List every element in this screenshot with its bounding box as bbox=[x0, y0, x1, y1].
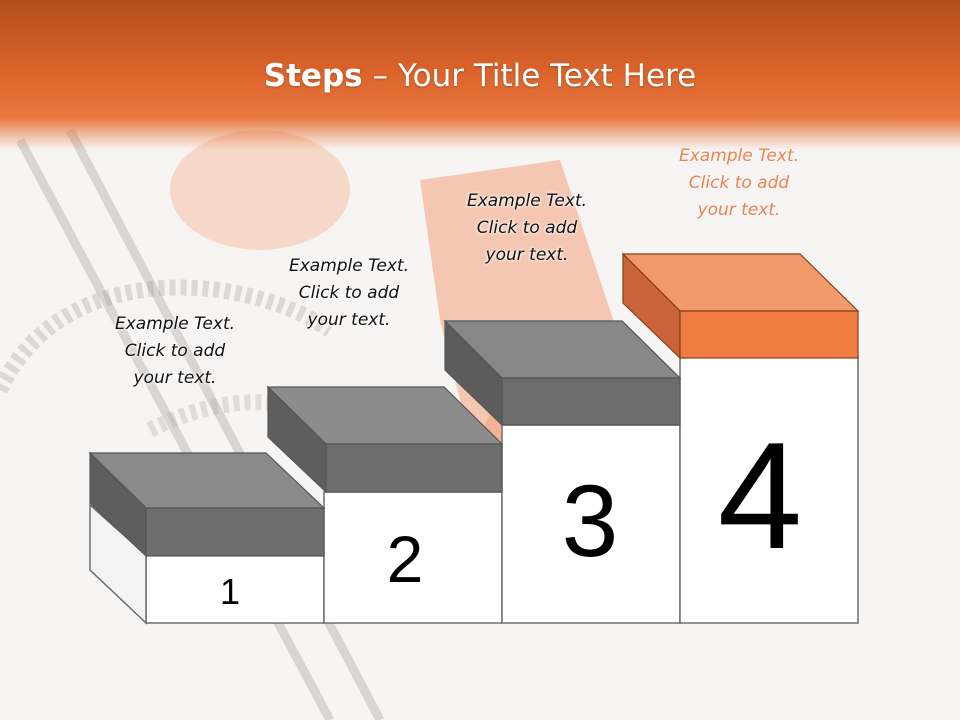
step-columns bbox=[89, 356, 859, 625]
step-3-text-line1: Example Text. bbox=[466, 191, 588, 211]
step-2-column bbox=[323, 491, 503, 624]
step-4-text[interactable]: Example Text. Click to add your text. bbox=[649, 143, 829, 224]
step-1-text-line1: Example Text. bbox=[114, 314, 236, 334]
step-2-text-line1: Example Text. bbox=[288, 256, 410, 276]
slide-title[interactable]: Steps – Your Title Text Here bbox=[0, 54, 960, 98]
step-3-text[interactable]: Example Text. Click to add your text. bbox=[437, 188, 617, 269]
step-1-text-line2: Click to add bbox=[124, 341, 226, 361]
step-3-number: 3 bbox=[561, 464, 619, 578]
step-2-text-line2: Click to add bbox=[298, 283, 400, 303]
step-3-text-line3: your text. bbox=[485, 245, 569, 265]
step-3-text-line2: Click to add bbox=[476, 218, 578, 238]
step-2-text-line3: your text. bbox=[307, 310, 391, 330]
step-4-block[interactable] bbox=[621, 252, 860, 360]
title-separator: – bbox=[362, 58, 398, 94]
title-banner bbox=[0, 0, 960, 150]
step-3-block[interactable] bbox=[443, 319, 682, 427]
step-3-column bbox=[501, 424, 681, 624]
step-4-column bbox=[679, 356, 859, 624]
step-1-number: 1 bbox=[219, 571, 241, 612]
step-4-number: 4 bbox=[717, 411, 803, 581]
step-2-block[interactable] bbox=[266, 385, 504, 494]
step-1-text-line3: your text. bbox=[133, 368, 217, 388]
step-4-text-line2: Click to add bbox=[688, 173, 790, 193]
step-1-text[interactable]: Example Text. Click to add your text. bbox=[85, 311, 265, 392]
step-2-text[interactable]: Example Text. Click to add your text. bbox=[259, 253, 439, 334]
step-1-block[interactable] bbox=[88, 451, 326, 558]
title-rest: Your Title Text Here bbox=[397, 58, 697, 94]
title-prefix: Steps bbox=[263, 58, 363, 94]
step-2-number: 2 bbox=[386, 522, 424, 596]
step-4-text-line3: your text. bbox=[697, 200, 781, 220]
step-4-text-line1: Example Text. bbox=[678, 146, 800, 166]
